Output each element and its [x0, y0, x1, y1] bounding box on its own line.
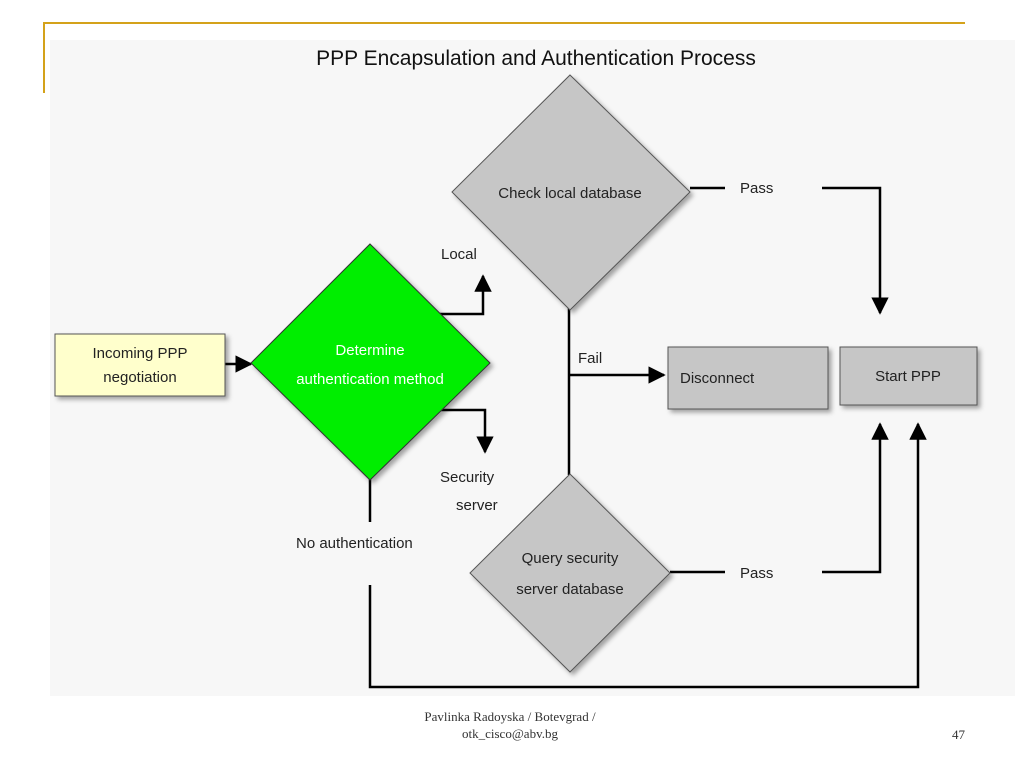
- arrow-no-auth-to-start: [368, 422, 927, 689]
- check-local-database-diamond: [451, 74, 691, 311]
- arrow-security-server: [440, 408, 494, 454]
- determine-label-1: Determine: [335, 342, 404, 359]
- incoming-label-1: Incoming PPP: [92, 345, 187, 362]
- footer-credit-line-2: otk_cisco@abv.bg: [462, 726, 558, 741]
- edge-label-security-2: server: [456, 497, 498, 514]
- determine-label-2: authentication method: [296, 371, 444, 388]
- page-number: 47: [952, 727, 965, 742]
- start-ppp-box: [839, 346, 978, 406]
- arrow-pass-bottom: [822, 422, 889, 574]
- arrow-pass-top: [822, 186, 889, 315]
- query-security-server-diamond: [469, 473, 671, 673]
- footer-credit-line-1: Pavlinka Radoyska / Botevgrad /: [424, 709, 596, 724]
- edge-label-fail: Fail: [578, 350, 602, 367]
- edge-label-pass-bottom: Pass: [740, 565, 773, 582]
- flowchart-canvas: PPP Encapsulation and Authentication Pro…: [50, 40, 1015, 696]
- incoming-ppp-box: [54, 333, 226, 397]
- check-local-label: Check local database: [498, 185, 641, 202]
- connectors: [225, 186, 927, 689]
- top-accent-line: [43, 22, 965, 24]
- edge-label-security-1: Security: [440, 469, 495, 486]
- left-accent-line: [43, 22, 45, 93]
- disconnect-label: Disconnect: [680, 370, 755, 387]
- disconnect-box: [667, 346, 829, 410]
- edge-label-local: Local: [441, 246, 477, 263]
- edge-label-pass-top: Pass: [740, 180, 773, 197]
- determine-decision-diamond: [250, 243, 491, 481]
- incoming-label-2: negotiation: [103, 369, 176, 386]
- footer-credit: Pavlinka Radoyska / Botevgrad / otk_cisc…: [390, 708, 630, 742]
- query-server-label-2: server database: [516, 581, 624, 598]
- edge-label-no-authentication: No authentication: [296, 535, 413, 552]
- diagram-title: PPP Encapsulation and Authentication Pro…: [316, 47, 756, 70]
- query-server-label-1: Query security: [522, 550, 619, 567]
- flowchart-svg: PPP Encapsulation and Authentication Pro…: [54, 47, 978, 689]
- start-ppp-label: Start PPP: [875, 368, 941, 385]
- arrow-local: [440, 274, 492, 316]
